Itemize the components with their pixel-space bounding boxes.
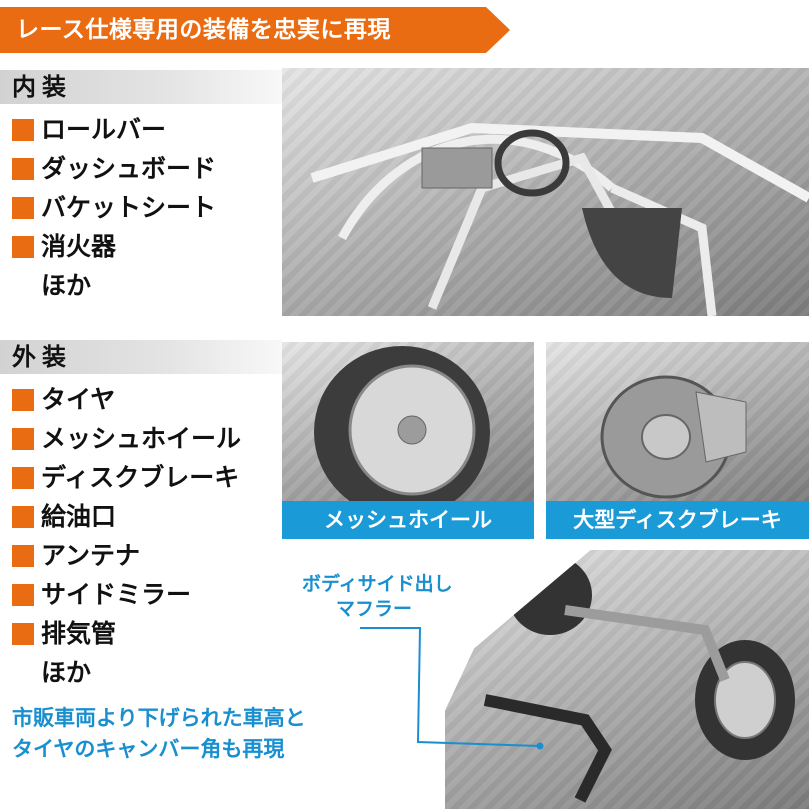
brake-photo [546, 342, 809, 501]
list-item-etc: ほか [12, 653, 241, 692]
list-item: ディスクブレーキ [12, 458, 241, 497]
bullet-square-icon [12, 196, 34, 219]
bullet-square-icon [12, 118, 34, 141]
bullet-square-icon [12, 388, 34, 411]
list-item-label: アンテナ [41, 541, 141, 570]
muffler-callout-line2: マフラー [336, 598, 413, 620]
list-item: タイヤ [12, 380, 241, 419]
bullet-square-icon [12, 505, 34, 528]
muffler-callout: ボディサイド出し マフラー [302, 572, 453, 622]
ride-height-note-line1: 市販車両より下げられた車高と [12, 706, 306, 730]
bullet-square-icon [12, 235, 34, 258]
list-item: バケットシート [12, 188, 216, 227]
interior-feature-list: ロールバー ダッシュボード バケットシート 消火器 ほか [12, 110, 216, 305]
list-item-etc-label: ほか [41, 271, 92, 300]
muffler-callout-line1: ボディサイド出し [302, 573, 453, 595]
list-item-label: ロールバー [41, 115, 167, 144]
bullet-square-icon [12, 427, 34, 450]
top-banner: レース仕様専用の装備を忠実に再現 [0, 7, 510, 53]
list-item: 給油口 [12, 497, 241, 536]
list-item-label: タイヤ [41, 385, 116, 414]
interior-heading-label: 内装 [12, 73, 72, 101]
brake-caption-label: 大型ディスクブレーキ [573, 508, 782, 532]
list-item: 排気管 [12, 614, 241, 653]
ride-height-note-line2: タイヤのキャンバー角も再現 [12, 737, 285, 761]
list-item-etc-label: ほか [41, 658, 92, 687]
list-item-label: 給油口 [41, 502, 117, 531]
wheel-photo [282, 342, 534, 501]
mesh-wheel-illustration [314, 346, 490, 501]
list-item: アンテナ [12, 536, 241, 575]
bullet-square-icon [12, 544, 34, 567]
list-item-etc: ほか [12, 266, 216, 305]
interior-heading: 内装 [0, 70, 282, 104]
list-item-label: バケットシート [41, 193, 217, 222]
list-item: 消火器 [12, 227, 216, 266]
list-item-label: メッシュホイール [41, 424, 242, 453]
roll-cage-illustration [310, 122, 809, 316]
list-item-label: 排気管 [41, 619, 117, 648]
bullet-square-icon [12, 583, 34, 606]
banner-title: レース仕様専用の装備を忠実に再現 [16, 17, 391, 43]
list-item-label: 消火器 [41, 232, 117, 261]
wheel-caption: メッシュホイール [282, 501, 534, 539]
bullet-square-icon [12, 622, 34, 645]
brake-caption: 大型ディスクブレーキ [546, 501, 809, 539]
interior-photo [282, 68, 809, 316]
callout-leader-line [360, 627, 544, 750]
bullet-square-icon [12, 157, 34, 180]
bullet-square-icon [12, 466, 34, 489]
list-item-label: ディスクブレーキ [41, 463, 240, 492]
list-item-label: ダッシュボード [41, 154, 217, 183]
list-item: サイドミラー [12, 575, 241, 614]
list-item: ロールバー [12, 110, 216, 149]
exterior-feature-list: タイヤ メッシュホイール ディスクブレーキ 給油口 アンテナ サイドミラー 排気… [12, 380, 241, 692]
list-item: メッシュホイール [12, 419, 241, 458]
list-item: ダッシュボード [12, 149, 216, 188]
exterior-heading-label: 外装 [12, 343, 72, 371]
exterior-heading: 外装 [0, 340, 282, 374]
wheel-caption-label: メッシュホイール [324, 508, 492, 532]
ride-height-note: 市販車両より下げられた車高と タイヤのキャンバー角も再現 [12, 703, 306, 765]
list-item-label: サイドミラー [41, 580, 192, 609]
disc-brake-illustration [600, 375, 747, 499]
